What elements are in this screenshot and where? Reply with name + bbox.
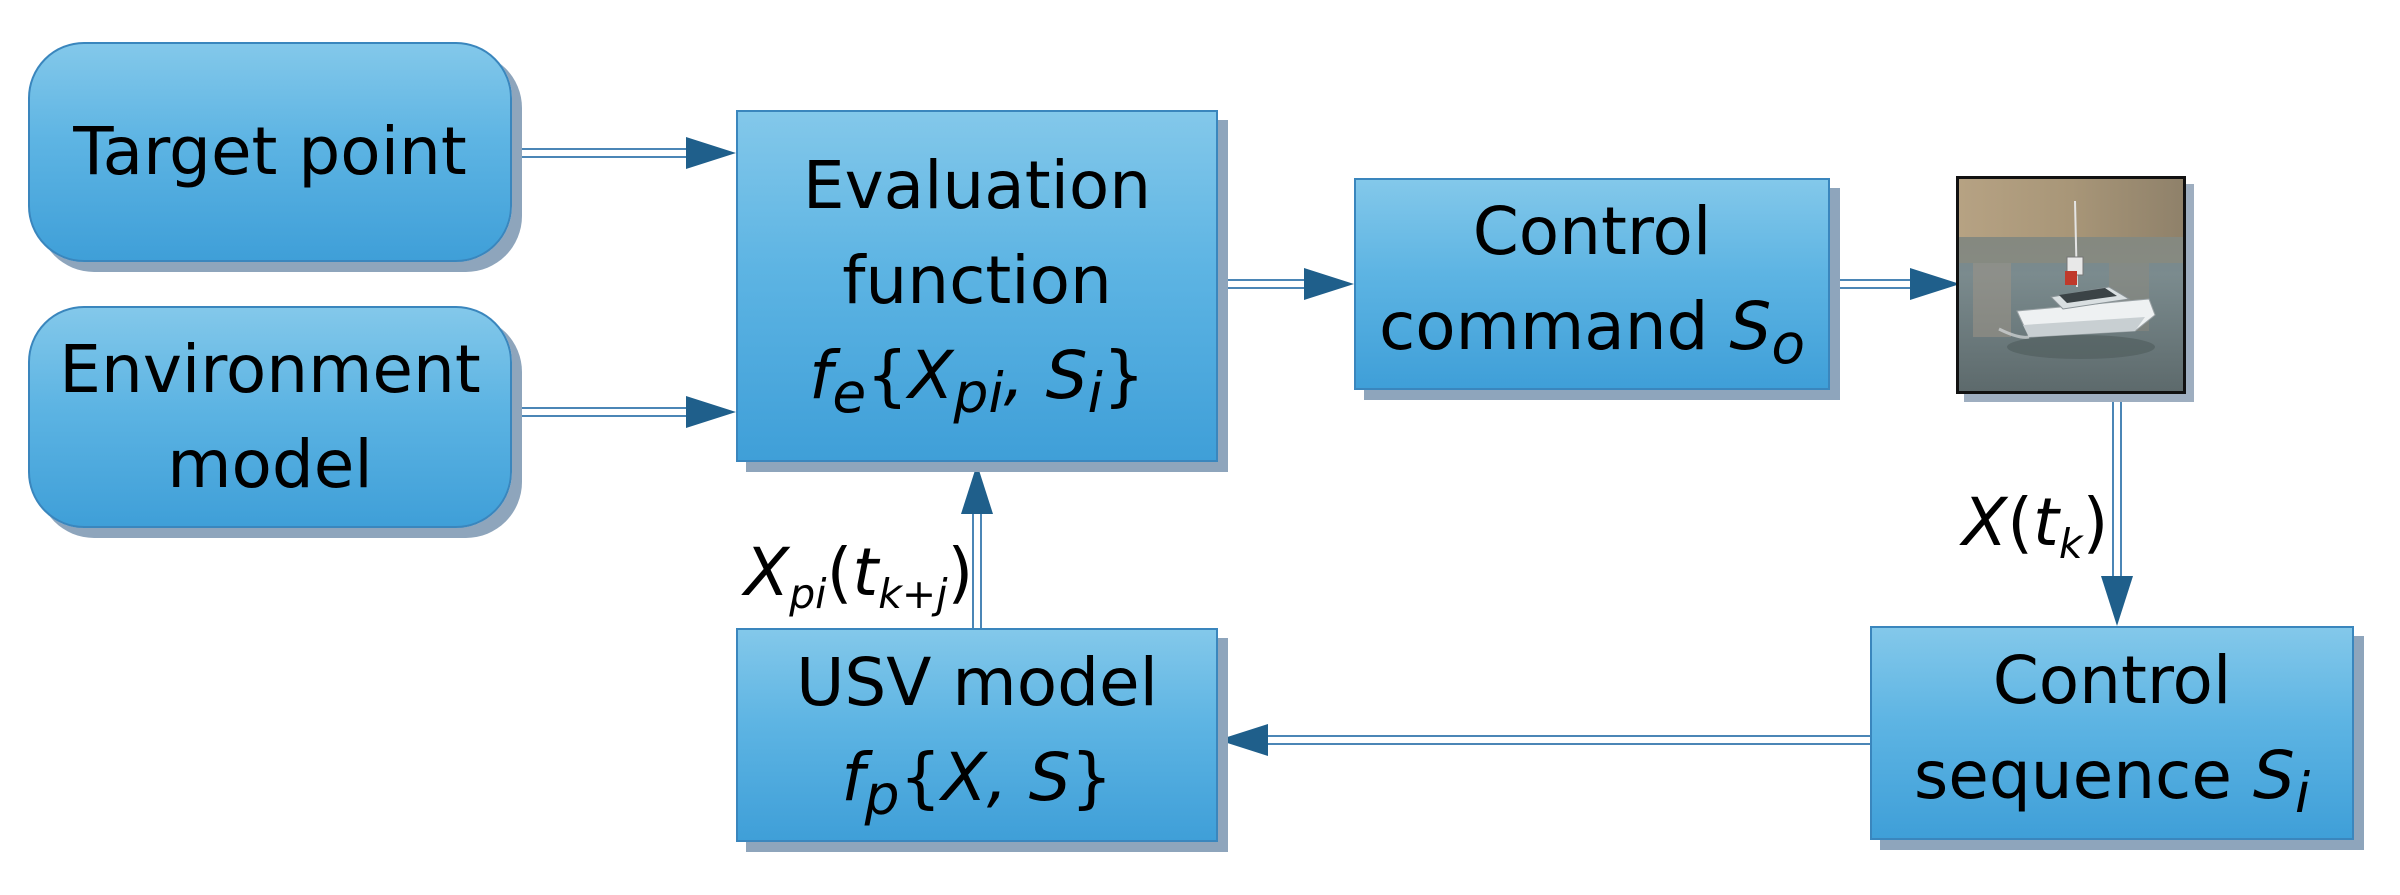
usv-f-sub: p <box>864 763 900 828</box>
arrow-environment-to-evaluation <box>520 396 736 428</box>
control-sequence-var: S <box>2252 736 2295 814</box>
arrow-command-to-boat <box>1830 268 1960 300</box>
state-var: X <box>1962 484 2008 561</box>
target-point-label: Target point <box>73 113 467 191</box>
usv-var1: X <box>941 738 987 816</box>
boat-illustration <box>1959 179 2183 391</box>
arrow-boat-to-sequence <box>2101 396 2133 626</box>
eval-var1: X <box>908 337 954 415</box>
evaluation-function-line2: function <box>842 242 1112 320</box>
control-command-line2: command So <box>1379 279 1805 384</box>
usv-f: f <box>841 738 865 816</box>
arrow-evaluation-to-command <box>1218 268 1354 300</box>
target-point-box: Target point <box>28 42 512 262</box>
pred-t-sub: k+j <box>878 570 948 619</box>
control-command-var: S <box>1729 287 1772 365</box>
environment-model-line2: model <box>167 426 373 503</box>
eval-var2-sub: i <box>1087 361 1103 426</box>
control-command-var-sub: o <box>1771 312 1805 377</box>
usv-model-box: USV model fp{X, S} <box>736 628 1218 842</box>
evaluation-function-line1: Evaluation <box>802 147 1152 225</box>
eval-f: f <box>809 337 833 415</box>
arrow-usv-to-evaluation <box>961 464 993 628</box>
control-sequence-line1: Control <box>1992 641 2232 719</box>
control-sequence-text: sequence <box>1913 736 2253 814</box>
pred-t: t <box>852 534 879 611</box>
state-close: ) <box>2082 484 2109 561</box>
eval-var1-sub: pi <box>953 361 1004 426</box>
usv-model-line1: USV model <box>796 643 1158 721</box>
state-label: X(tk) <box>1962 490 2108 565</box>
usv-sep: , <box>986 738 1029 816</box>
evaluation-function-box: Evaluation function fe{Xpi, Si} <box>736 110 1218 462</box>
pred-var: X <box>744 534 790 611</box>
evaluation-function-formula: fe{Xpi, Si} <box>809 328 1145 433</box>
eval-close-brace: } <box>1102 337 1145 415</box>
eval-f-sub: e <box>832 361 867 426</box>
predicted-state-label: Xpi(tk+j) <box>744 540 973 615</box>
eval-open-brace: { <box>866 337 909 415</box>
control-sequence-var-sub: i <box>2294 761 2311 826</box>
environment-model-line1: Environment <box>59 330 481 408</box>
usv-boat-photo <box>1956 176 2186 394</box>
state-t: t <box>2032 484 2059 561</box>
arrow-target-to-evaluation <box>520 137 736 169</box>
usv-open-brace: { <box>899 738 942 816</box>
usv-model-formula: fp{X, S} <box>841 730 1112 835</box>
arrow-sequence-to-usv <box>1218 724 1870 756</box>
usv-var2: S <box>1028 738 1071 816</box>
eval-sep: , <box>1003 337 1046 415</box>
eval-var2: S <box>1045 337 1088 415</box>
control-sequence-box: Control sequence Si <box>1870 626 2354 840</box>
pred-open: ( <box>826 534 853 611</box>
environment-model-box: Environment model <box>28 306 512 528</box>
control-sequence-line2: sequence Si <box>1914 728 2310 833</box>
control-command-line1: Control <box>1472 192 1712 270</box>
state-open: ( <box>2007 484 2033 561</box>
control-command-box: Control command So <box>1354 178 1830 390</box>
pred-close: ) <box>947 534 974 611</box>
usv-close-brace: } <box>1070 738 1113 816</box>
control-command-text: command <box>1379 287 1730 365</box>
pred-var-sub: pi <box>789 570 827 619</box>
state-t-sub: k <box>2058 520 2083 569</box>
